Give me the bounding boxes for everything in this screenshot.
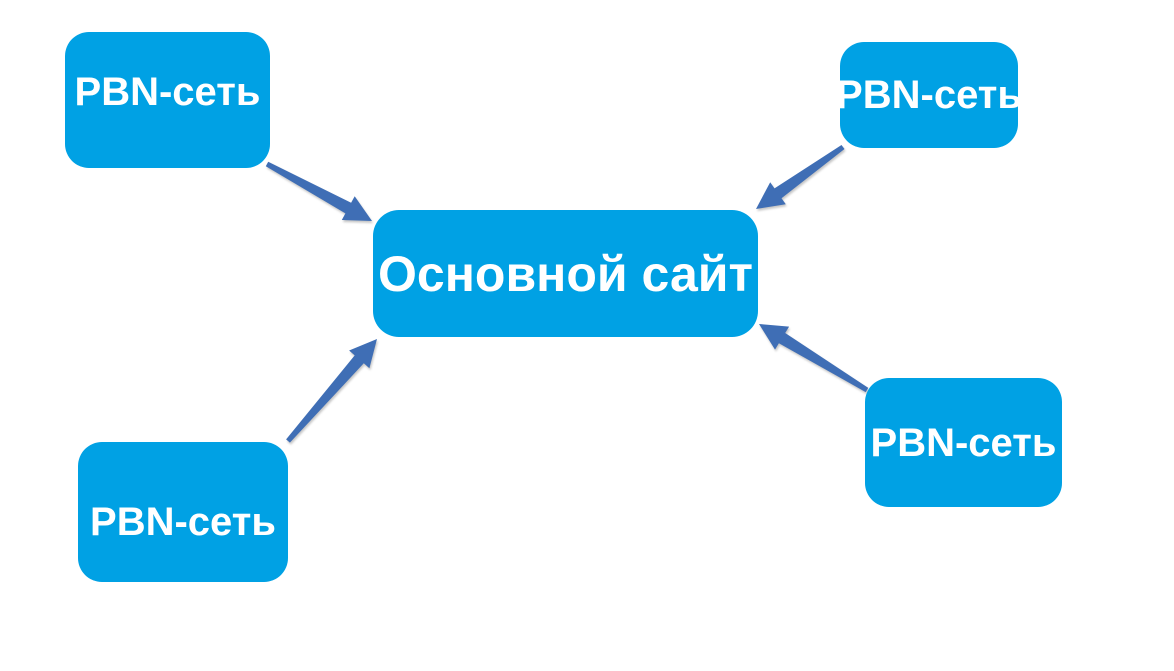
arrow-bottom-left-to-main bbox=[286, 339, 377, 443]
node-pbn-bottom-left: PBN-сеть bbox=[78, 442, 288, 582]
node-main-site: Основной сайт bbox=[373, 210, 758, 337]
arrow-bottom-right-to-main bbox=[759, 324, 869, 393]
node-pbn-top-left: PBN-сеть bbox=[65, 32, 270, 168]
node-main-site-label: Основной сайт bbox=[378, 245, 753, 302]
node-pbn-bottom-right-label: PBN-сеть bbox=[870, 420, 1057, 465]
arrow-top-left-to-main bbox=[265, 161, 372, 221]
node-pbn-top-right-label: PBN-сеть bbox=[836, 73, 1022, 117]
node-pbn-top-right: PBN-сеть bbox=[836, 42, 1022, 148]
arrow-top-right-to-main bbox=[756, 145, 845, 209]
node-pbn-top-left-label: PBN-сеть bbox=[74, 70, 261, 114]
node-pbn-bottom-left-label: PBN-сеть bbox=[90, 500, 276, 544]
node-pbn-bottom-right: PBN-сеть bbox=[865, 378, 1062, 507]
